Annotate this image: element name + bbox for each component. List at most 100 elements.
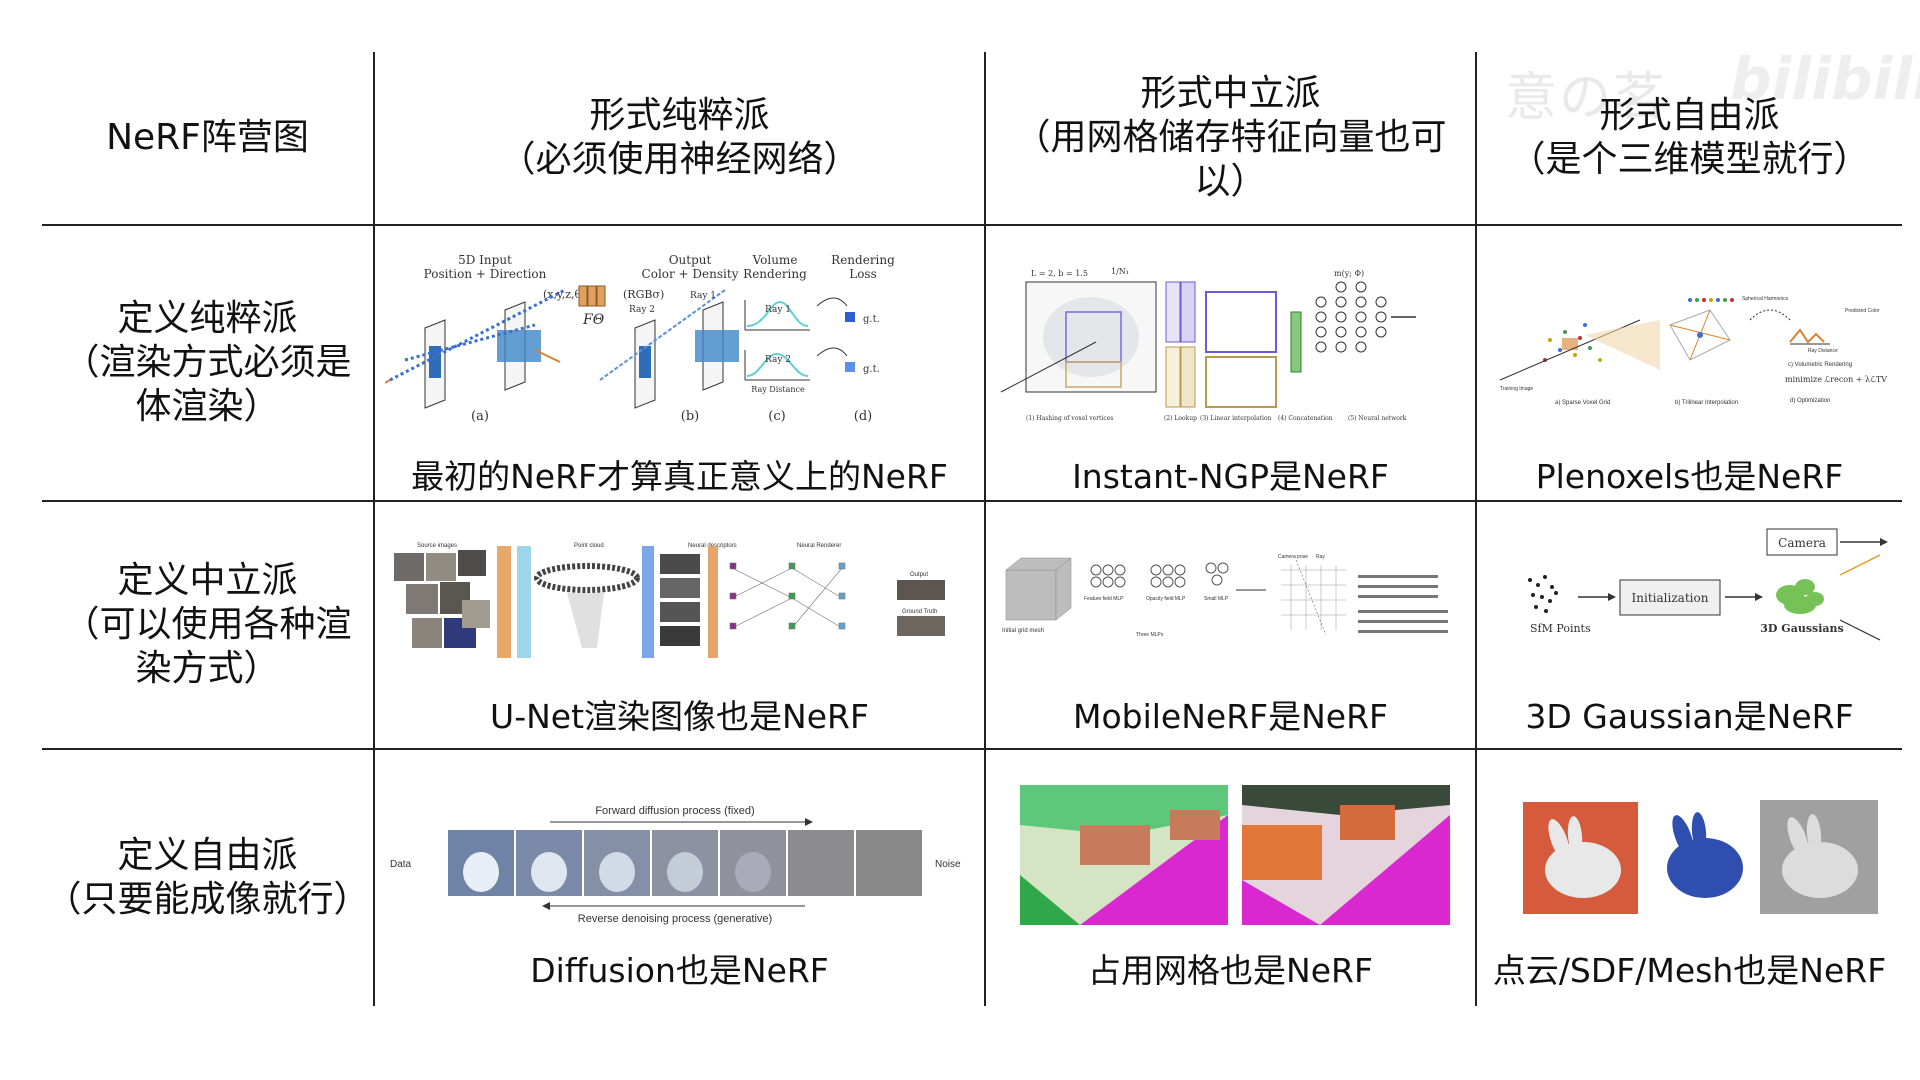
plenoxels-step-d: d) Optimization xyxy=(1790,398,1830,404)
gaussian-splat xyxy=(1776,579,1824,614)
mobile-formula-lines xyxy=(1358,575,1448,633)
unet-label-source: Source images xyxy=(417,543,457,549)
mobile-label-opacity: Opacity field MLP xyxy=(1146,596,1186,602)
row-label-line1: 定义中立派 xyxy=(117,560,298,601)
gaussian-sfm-points xyxy=(1528,575,1558,613)
occupancy-right xyxy=(1242,785,1450,925)
plenoxels-step-b: b) Trilinear Interpolation xyxy=(1675,400,1738,406)
row-label-line2: （可以使用各种渲 xyxy=(63,604,352,645)
ngp-tables xyxy=(1165,281,1196,408)
plenoxels-sh: Spherical Harmonics xyxy=(1742,296,1789,302)
unet-point-cloud xyxy=(534,563,640,648)
nerf-label-b: (b) xyxy=(681,409,699,424)
nerf-ray1-label-c: Ray 1 xyxy=(765,305,791,315)
figure-occupancy-grid xyxy=(1020,785,1450,925)
mobile-label-three: Three MLPs xyxy=(1136,632,1164,638)
plenoxels-step-a: a) Sparse Voxel Grid xyxy=(1555,400,1610,406)
nerf-vr-sub: Rendering xyxy=(743,267,807,281)
caption-occupancy-grid: 占用网格也是NeRF xyxy=(1088,951,1373,990)
unet-network xyxy=(729,562,846,630)
grid-hline-3 xyxy=(42,748,1902,750)
col-header-line1: 形式纯粹派 xyxy=(589,95,770,136)
plenoxels-training: Training Image xyxy=(1500,386,1533,392)
diffusion-frames xyxy=(448,830,922,896)
plenoxels-interp xyxy=(1669,309,1731,361)
mobile-label-mesh: Initial grid mesh xyxy=(1002,628,1044,634)
col-header-free-form: 形式自由派 （是个三维模型就行） xyxy=(1477,52,1902,224)
ngp-step-3: (3) Linear interpolation xyxy=(1200,415,1272,422)
caption-pointcloud-sdf-mesh: 点云/SDF/Mesh也是NeRF xyxy=(1492,951,1887,990)
figure-mobilenerf: Initial grid mesh Feature field MLP Opac… xyxy=(996,550,1466,650)
unet-descriptors xyxy=(660,554,700,646)
unet-label-output: Output xyxy=(910,572,928,578)
row-label-line1: 定义纯粹派 xyxy=(117,298,298,339)
ngp-concat xyxy=(1290,311,1302,373)
unet-label-renderer: Neural Renderer xyxy=(797,543,841,549)
col-header-neutral-form: 形式中立派 （用网格储存特征向量也可 以） xyxy=(986,52,1475,224)
nerf-scene-a xyxy=(385,288,566,409)
unet-label-pointcloud: Point cloud xyxy=(574,543,604,549)
figure-unet-renderer: Source images Point cloud Neural descrip… xyxy=(392,538,952,668)
nerf-ray1-label-b: Ray 1 xyxy=(690,291,716,301)
mobile-mlps xyxy=(1090,562,1229,588)
mobile-label-camera: Camera pose xyxy=(1278,554,1308,560)
diffusion-forward: Forward diffusion process (fixed) xyxy=(595,805,754,817)
plenoxels-render-plot xyxy=(1789,328,1830,345)
mobile-label-small: Small MLP xyxy=(1204,596,1229,602)
plenoxels-minimize: minimize ℒrecon + λℒTV xyxy=(1785,375,1887,384)
col-header-line2: （是个三维模型就行） xyxy=(1509,139,1870,180)
nerf-ray2-label-c: Ray 2 xyxy=(765,355,791,365)
corner-title-text: NeRF阵营图 xyxy=(106,117,309,158)
caption-3d-gaussian: 3D Gaussian是NeRF xyxy=(1525,697,1854,736)
unet-label-gt: Ground Truth xyxy=(902,609,937,615)
figure-bunnies xyxy=(1515,796,1885,918)
row-label-pure-definition: 定义纯粹派 （渲染方式必须是 体渲染） xyxy=(42,226,373,500)
gaussian-camera: Camera xyxy=(1778,536,1826,550)
col-header-line1: 形式中立派 xyxy=(1140,73,1321,114)
ngp-step-4: (4) Concatenation xyxy=(1278,415,1333,422)
row-label-line3: 染方式） xyxy=(135,648,280,689)
figure-diffusion: Forward diffusion process (fixed) Data N… xyxy=(385,800,975,925)
row-label-line1: 定义自由派 xyxy=(117,835,298,876)
figure-plenoxels: Spherical Harmonics Ray Distance Predict… xyxy=(1490,280,1890,410)
nerf-gt-1: g.t. xyxy=(863,314,880,325)
figure-instant-ngp: L = 2, b = 1.5 1/N₁ m(y; Φ) xyxy=(996,262,1466,432)
ngp-l-text: L = 2, b = 1.5 xyxy=(1031,269,1088,278)
ngp-step-2: (2) Lookup xyxy=(1164,415,1197,422)
grid-hline-1 xyxy=(42,224,1902,226)
figure-original-nerf: 5D Input Position + Direction (x,y,z,θ,ϕ… xyxy=(385,250,975,430)
nerf-rl-sub: Loss xyxy=(849,267,877,281)
nerf-output-title: Output xyxy=(669,253,712,267)
ngp-step-1: (1) Hashing of voxel vertices xyxy=(1026,415,1113,422)
ngp-m-text: m(y; Φ) xyxy=(1334,269,1364,278)
mobile-label-feature: Feature field MLP xyxy=(1084,596,1124,602)
col-header-line3: 以） xyxy=(1194,161,1267,202)
row-label-neutral-definition: 定义中立派 （可以使用各种渲 染方式） xyxy=(42,502,373,748)
ngp-network xyxy=(1315,281,1387,353)
caption-plenoxels: Plenoxels也是NeRF xyxy=(1535,457,1844,496)
grid-vline-1 xyxy=(373,52,375,1006)
diffusion-noise: Noise xyxy=(935,859,961,870)
bunny-mesh-on-terracotta xyxy=(1523,802,1638,914)
row-label-line3: 体渲染） xyxy=(135,386,280,427)
nerf-rl-title: Rendering xyxy=(831,253,895,267)
caption-diffusion: Diffusion也是NeRF xyxy=(530,951,829,990)
col-header-line1: 形式自由派 xyxy=(1599,95,1780,136)
mobile-ray-grid xyxy=(1281,559,1346,636)
bunny-sdf xyxy=(1760,800,1878,914)
diffusion-data: Data xyxy=(390,859,412,870)
nerf-output-sub: Color + Density xyxy=(642,267,739,281)
nerf-label-a: (a) xyxy=(471,409,489,424)
nerf-output-vars: (RGBσ) xyxy=(623,288,664,301)
gaussian-3d: 3D Gaussians xyxy=(1760,622,1843,635)
caption-unet: U-Net渲染图像也是NeRF xyxy=(490,697,869,736)
nerf-input-sub: Position + Direction xyxy=(424,267,547,281)
unet-source-images xyxy=(394,550,490,648)
grid-vline-2 xyxy=(984,52,986,1006)
nerf-label-c: (c) xyxy=(768,409,785,424)
grid-hline-2 xyxy=(42,500,1902,502)
caption-original-nerf: 最初的NeRF才算真正意义上的NeRF xyxy=(411,457,948,496)
col-header-line2: （用网格储存特征向量也可 xyxy=(1014,117,1447,158)
caption-instant-ngp: Instant-NGP是NeRF xyxy=(1072,457,1389,496)
